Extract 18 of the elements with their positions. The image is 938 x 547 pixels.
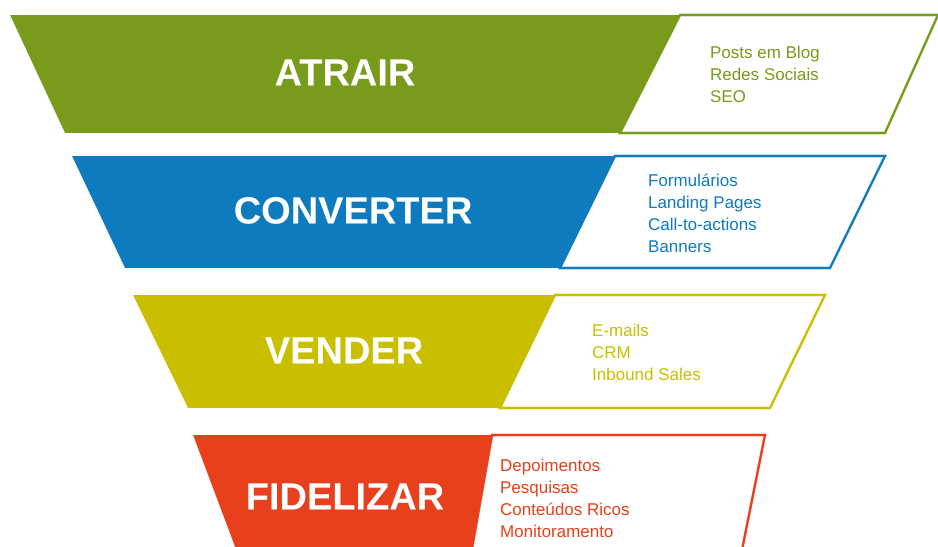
stage-title: FIDELIZAR	[246, 476, 444, 519]
tactic-item: Pesquisas	[500, 477, 580, 499]
tactic-item: Monitoramento	[500, 521, 614, 543]
tactic-item: Banners	[648, 236, 712, 258]
tactic-item: Posts em Blog	[710, 42, 820, 64]
tactic-item: Inbound Sales	[592, 364, 701, 386]
tactic-item: Formulários	[648, 170, 739, 192]
tactic-item: Landing Pages	[648, 192, 762, 214]
stage-title: CONVERTER	[234, 190, 472, 234]
tactic-item: CRM	[592, 342, 632, 364]
tactic-item: E-mails	[592, 320, 650, 342]
tactic-item: Call-to-actions	[648, 214, 758, 236]
tactic-item: SEO	[710, 86, 747, 108]
stage-title: ATRAIR	[274, 52, 416, 96]
tactic-item: Conteúdos Ricos	[500, 499, 630, 521]
stage-title: VENDER	[264, 330, 424, 373]
tactic-item: Depoimentos	[500, 455, 602, 477]
tactic-item: Redes Sociais	[710, 64, 820, 86]
